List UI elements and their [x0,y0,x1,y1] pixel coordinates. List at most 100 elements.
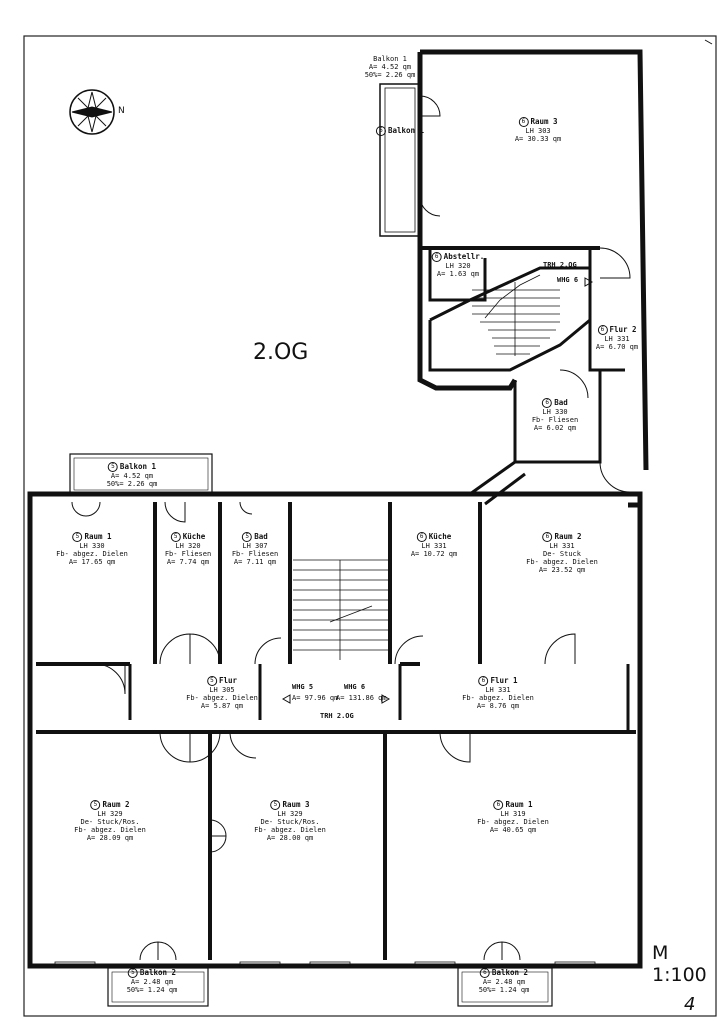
room-detail: A= 28.09 qm [86,834,134,842]
room-detail: Fb- abgez. Dielen [526,558,598,566]
lower-windows [54,961,596,969]
room-detail: Balkon 1 [373,55,407,63]
room-detail: A= 23.52 qm [538,566,586,574]
room-detail: A= 7.74 qm [166,558,210,566]
unit-marker: 5 [170,532,181,542]
room-detail: De- Stuck/Ros. [80,818,140,826]
room-detail: A= 6.02 qm [533,424,577,432]
room-title: Flur 1 [490,676,518,685]
floor-label: 2.OG [253,340,309,365]
room-detail: LH 320 [445,262,471,270]
room-detail: Fb- Fliesen [231,550,279,558]
room-detail: LH 319 [500,810,526,818]
room-detail: A= 4.52 qm [110,472,154,480]
stair-whg-upper: WHG 6 [557,276,579,284]
room-title: Raum 2 [554,532,582,541]
stair-area6: A= 131.86 qm [336,694,387,702]
page-number: 4 [684,994,696,1015]
north-label: N [118,106,125,116]
unit-marker: 5 [72,532,83,542]
unit-marker: 6 [416,532,427,542]
unit-marker: 5 [242,532,253,542]
room-title: Balkon 1 [387,126,425,135]
room-detail: LH 330 [542,408,568,416]
room-detail: A= 10.72 qm [410,550,458,558]
unit-marker: 6 [479,968,490,978]
room-title: Raum 2 [102,800,130,809]
room-detail: LH 331 [604,335,630,343]
room-detail: Fb- Fliesen [164,550,212,558]
stair-whg5-lower: WHG 5 [292,683,314,691]
room-detail: A= 2.48 qm [482,978,526,986]
room-title: Raum 1 [84,532,112,541]
upper-stair [472,274,560,356]
room-title: Flur [218,676,238,685]
room-detail: LH 331 [549,542,575,550]
room-detail: LH 303 [525,127,551,135]
unit-marker: 5 [107,462,118,472]
lower-door-swings [71,501,576,961]
room-detail: A= 1.63 qm [436,270,480,278]
room-title: Küche [428,532,452,541]
room-detail: Fb- abgez. Dielen [74,826,146,834]
room-title: Raum 3 [282,800,310,809]
room-title: Balkon 2 [491,968,529,977]
room-title: Balkon 1 [119,462,157,471]
room-detail: LH 330 [79,542,105,550]
room-title: Raum 1 [505,800,533,809]
room-detail: A= 2.48 qm [130,978,174,986]
room-detail: A= 5.87 qm [200,702,244,710]
room-title: Flur 2 [609,325,637,334]
room-title: Abstellr. [443,252,485,261]
unit-marker: 6 [597,325,608,335]
balkon1-upper-outline [379,83,421,237]
room-detail: Fb- abgez. Dielen [477,818,549,826]
scale-label: M 1:100 [652,942,707,986]
unit-marker: 6 [431,252,442,262]
unit-marker: 5 [206,676,217,686]
room-detail: LH 305 [209,686,235,694]
room-title: Raum 3 [530,117,558,126]
room-detail: De- Stuck [543,550,581,558]
whg-arrows [281,277,594,704]
room-title: Balkon 2 [139,968,177,977]
room-detail: A= 30.33 qm [514,135,562,143]
room-detail: Fb- abgez. Dielen [462,694,534,702]
room-detail: Fb- abgez. Dielen [56,550,128,558]
room-detail: 50%= 2.26 qm [364,71,416,79]
room-detail: 50%= 1.24 qm [126,986,178,994]
room-detail: Fb- Fliesen [531,416,579,424]
unit-marker: 5 [127,968,138,978]
room-detail: A= 28.00 qm [266,834,314,842]
room-detail: LH 329 [97,810,123,818]
room-detail: 50%= 1.24 qm [478,986,530,994]
room-detail: A= 6.70 qm [595,343,639,351]
stair-area5: A= 97.96 qm [292,694,339,702]
unit-marker: 6 [493,800,504,810]
room-detail: 50%= 2.26 qm [106,480,158,488]
